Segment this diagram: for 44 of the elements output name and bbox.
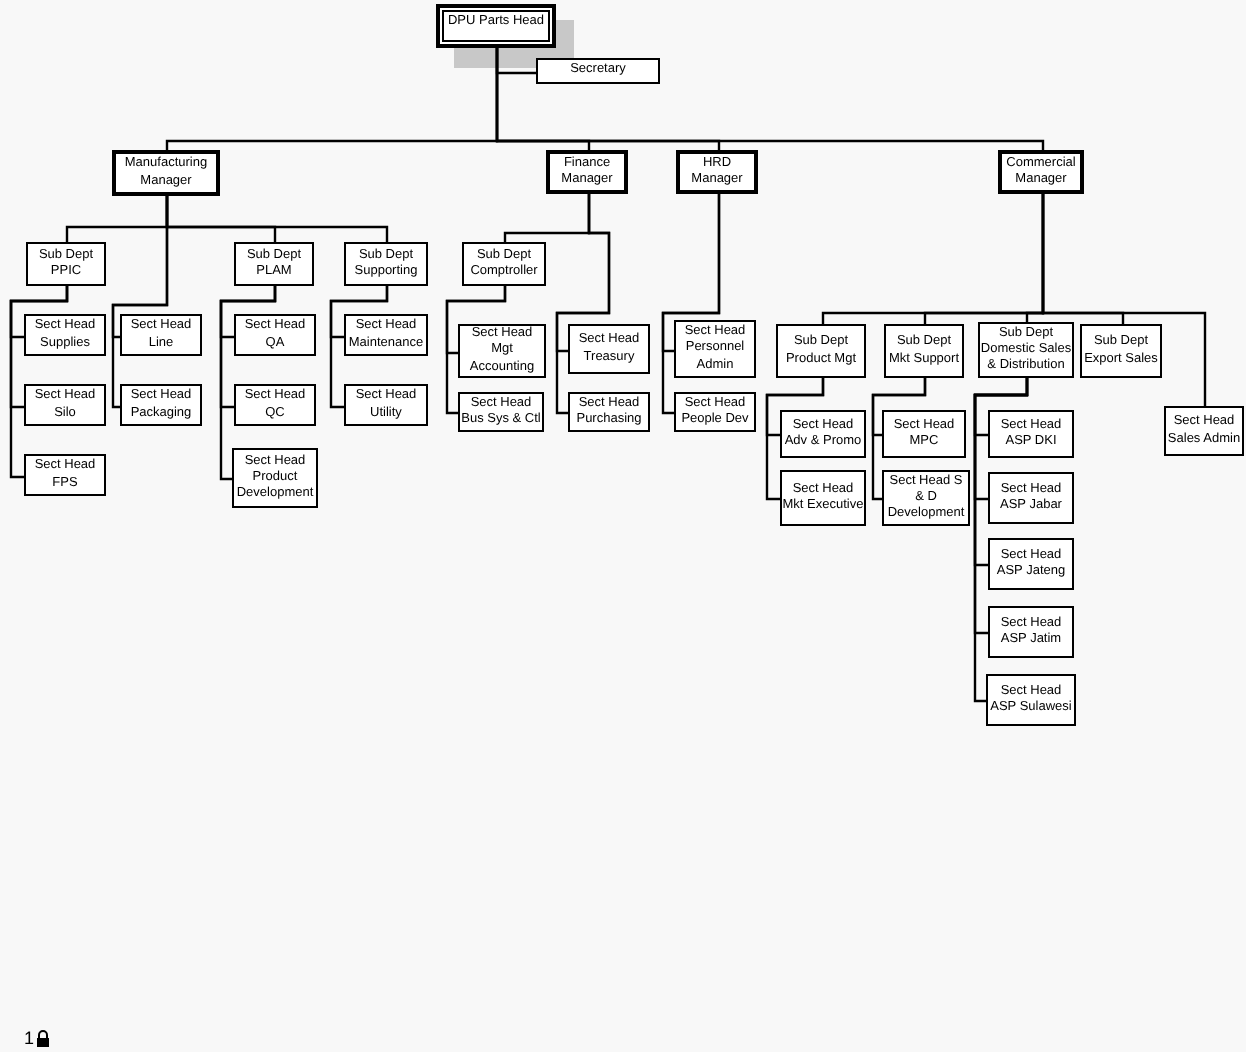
position-box [234,314,316,356]
connector-line [765,378,825,501]
position-box [234,384,316,426]
position-box [546,150,628,194]
position-box [24,454,106,496]
position-box [234,242,314,286]
connector-line [495,48,1045,150]
position-box [780,410,866,458]
position-box [120,384,202,426]
connector-line [973,378,1029,703]
connector-line [1041,194,1207,406]
connector-line [111,196,169,409]
position-box [882,410,966,458]
position-box [120,314,202,356]
position-box [436,4,556,48]
position-box [26,242,106,286]
position-box [986,674,1076,726]
connector-line [661,194,721,415]
position-box [458,324,546,378]
position-box [780,470,866,526]
connector-line [445,286,507,415]
position-box [24,314,106,356]
position-box [674,320,756,378]
position-box [1080,324,1162,378]
position-box [776,324,866,378]
position-box [112,150,220,196]
position-box [344,384,428,426]
connector-line [329,286,389,409]
connector-line [219,286,277,481]
position-box [676,150,758,194]
connector-line [9,286,69,479]
position-box [24,384,106,426]
page-number: 1 [24,1028,35,1048]
position-box [988,606,1074,658]
position-box [344,242,428,286]
position-box [568,324,650,374]
position-box [988,410,1074,458]
connector-line [555,194,611,415]
position-box [988,472,1074,524]
connector-line [871,378,927,501]
position-box [1164,406,1244,456]
position-box [884,324,964,378]
position-box [988,538,1074,590]
position-box [536,58,660,84]
